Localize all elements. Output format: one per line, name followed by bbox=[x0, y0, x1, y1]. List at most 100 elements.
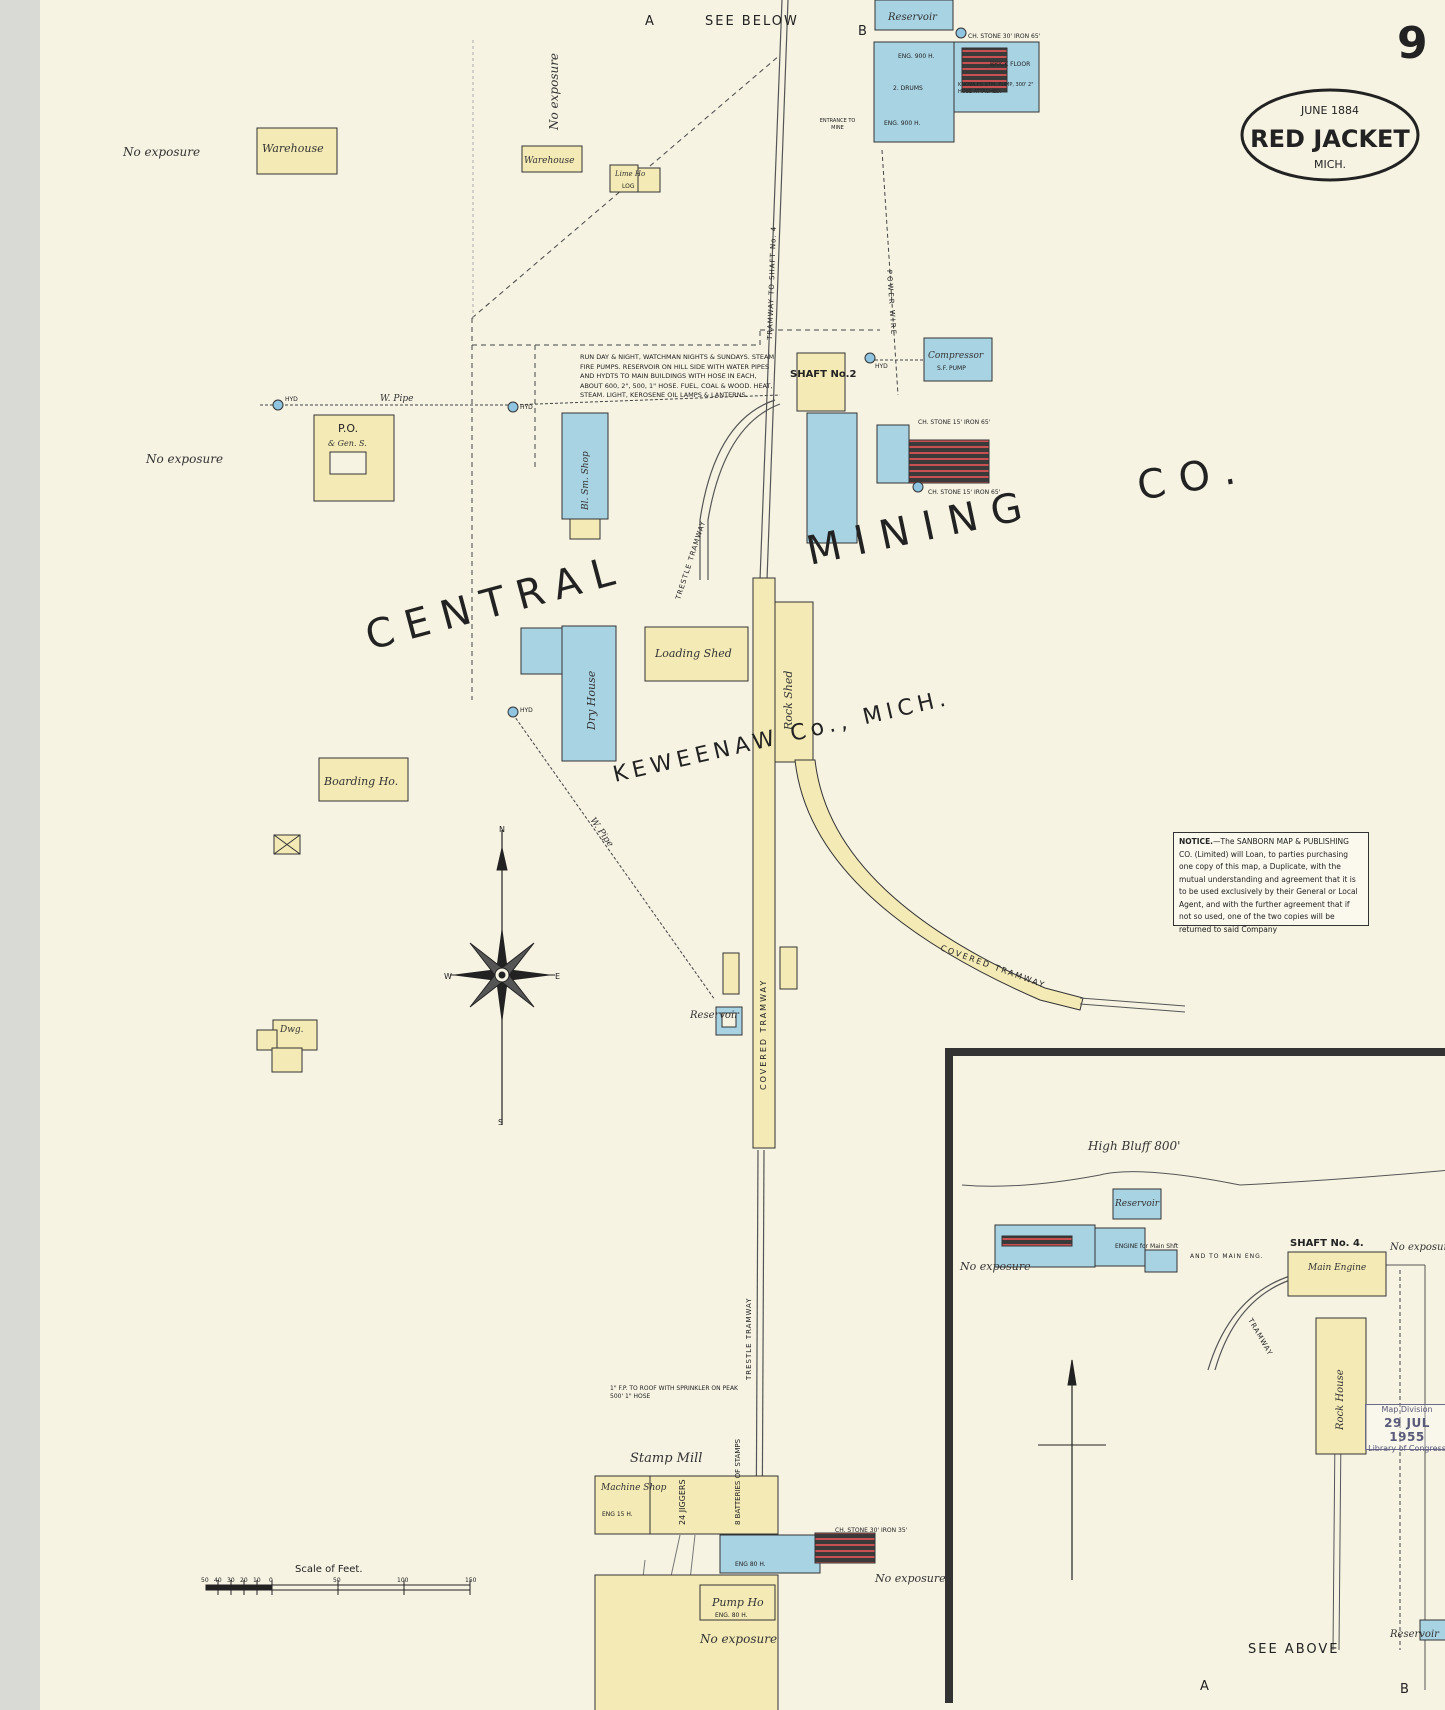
svg-text:E: E bbox=[555, 972, 560, 981]
warehouse-label: Warehouse bbox=[262, 142, 324, 155]
svg-text:COVERED TRAMWAY: COVERED TRAMWAY bbox=[759, 979, 768, 1090]
svg-text:AND TO MAIN ENG.: AND TO MAIN ENG. bbox=[1190, 1253, 1264, 1260]
tramway-shaft-label: TRAMWAY TO SHAFT No. 4 bbox=[766, 226, 778, 341]
inset-reservoir bbox=[1112, 1188, 1162, 1220]
pump-engine-building bbox=[806, 412, 858, 544]
no-exposure-label: No exposure bbox=[122, 145, 200, 159]
svg-text:S.F. PUMP: S.F. PUMP bbox=[937, 365, 966, 372]
main-engine-label: Main Engine bbox=[1307, 1263, 1366, 1273]
hydrant-marker bbox=[864, 352, 876, 364]
svg-text:W: W bbox=[444, 972, 452, 981]
hydrant-label: HYD bbox=[285, 396, 298, 403]
warehouse-mid-building bbox=[521, 145, 583, 173]
top-ref: A SEE BELOW B bbox=[645, 14, 867, 39]
w-pipe-label: W. Pipe bbox=[588, 816, 615, 849]
no-exposure-label: No exposure bbox=[145, 452, 223, 466]
compressor-label: Compressor bbox=[928, 351, 984, 361]
reservoir-label: Reservoir bbox=[1389, 1629, 1440, 1640]
main-engine-building bbox=[1287, 1251, 1387, 1297]
chimney-label: CH. STONE 30' IRON 35' bbox=[835, 1527, 908, 1534]
svg-text:10: 10 bbox=[253, 1577, 261, 1584]
boiler-house-hatched bbox=[908, 439, 990, 484]
engine-house-building bbox=[873, 41, 955, 143]
svg-text:50: 50 bbox=[333, 1577, 341, 1584]
trestle-curve bbox=[699, 399, 776, 580]
no-exposure-label: No exposure bbox=[1389, 1242, 1445, 1253]
chimney-label: CH. STONE 30' IRON 65' bbox=[968, 33, 1041, 40]
sanborn-notice: NOTICE.—The SANBORN MAP & PUBLISHING CO.… bbox=[1173, 832, 1369, 934]
hydrant-label: HYD bbox=[520, 707, 533, 714]
svg-text:TRESTLE TRAMWAY: TRESTLE TRAMWAY bbox=[745, 1297, 753, 1381]
brick-floor-label: BRICK FLOOR bbox=[990, 61, 1030, 68]
no-exposure-label: No exposure bbox=[547, 53, 561, 131]
svg-text:S: S bbox=[498, 1118, 503, 1127]
reservoir-label: Reservoir bbox=[887, 12, 938, 23]
stamp-state: MICH. bbox=[1314, 158, 1346, 171]
stamp-date: JUNE 1884 bbox=[1300, 104, 1359, 117]
svg-text:40: 40 bbox=[214, 1577, 222, 1584]
svg-text:N: N bbox=[499, 825, 505, 834]
label-layer: 9 JUNE 1884 RED JACKET MICH. CENTRAL MIN… bbox=[122, 12, 1445, 1697]
hydrant-label: HYD bbox=[875, 363, 888, 370]
water-pipe-diag bbox=[509, 709, 716, 1001]
loading-shed-building bbox=[644, 626, 749, 682]
reservoir-label: Reservoir bbox=[689, 1010, 740, 1021]
sanborn-map: N W E S bbox=[205, 0, 1445, 1710]
po-label: P.O. bbox=[338, 422, 358, 435]
blacksmith-shop-building bbox=[561, 412, 609, 520]
svg-text:ENG 80 H.: ENG 80 H. bbox=[735, 1561, 766, 1568]
svg-text:0: 0 bbox=[269, 1577, 273, 1584]
hydrant-marker bbox=[272, 399, 284, 411]
svg-text:B: B bbox=[1400, 1682, 1409, 1697]
svg-text:20: 20 bbox=[240, 1577, 248, 1584]
boiler-hatched bbox=[961, 47, 1008, 93]
svg-text:2. DRUMS: 2. DRUMS bbox=[893, 85, 923, 92]
stamp-city: RED JACKET bbox=[1250, 125, 1410, 153]
bluff-line bbox=[961, 1169, 1445, 1187]
svg-text:A: A bbox=[1200, 1679, 1209, 1694]
high-bluff-label: High Bluff 800' bbox=[1087, 1139, 1180, 1153]
power-wire-label: POWER WIRE bbox=[885, 270, 898, 337]
covered-tramway-building bbox=[752, 577, 776, 1149]
scale-title: Scale of Feet. bbox=[295, 1564, 363, 1575]
lime-house-label: Lime Ho bbox=[614, 170, 645, 178]
chimney-label: CH. STONE 15' IRON 65' bbox=[918, 419, 991, 426]
chimney-label: CH. STONE 15' IRON 65' bbox=[928, 489, 1001, 496]
svg-text:30: 30 bbox=[227, 1577, 235, 1584]
reservoir-label: Reservoir bbox=[1114, 1199, 1160, 1209]
company-line3: CO. bbox=[1134, 445, 1253, 510]
title-oval bbox=[1240, 88, 1420, 182]
inset-border bbox=[945, 1048, 1445, 1703]
boarding-house-building bbox=[318, 757, 409, 802]
warehouse-left-building bbox=[256, 127, 338, 175]
hydrant-marker bbox=[955, 27, 967, 39]
svg-text:100: 100 bbox=[397, 1577, 409, 1584]
svg-text:SEE ABOVE: SEE ABOVE bbox=[1248, 1642, 1340, 1657]
svg-text:ENG. 80 H.: ENG. 80 H. bbox=[715, 1612, 748, 1619]
hydrant-marker bbox=[507, 401, 519, 413]
dry-house-building bbox=[561, 625, 617, 762]
w-pipe-label: W. Pipe bbox=[380, 394, 413, 404]
rock-shed-label: Rock Shed bbox=[782, 671, 795, 731]
dwelling-label: Dwg. bbox=[279, 1025, 304, 1035]
pump-house-label: Pump Ho bbox=[711, 1596, 764, 1609]
inset-tramway-label: TRAMWAY bbox=[1246, 1316, 1274, 1357]
reservoir-top bbox=[874, 0, 954, 31]
no-exposure-label: No exposure bbox=[699, 1632, 777, 1646]
warehouse-label: Warehouse bbox=[524, 156, 574, 166]
pump-engine-mill bbox=[719, 1534, 821, 1574]
shaft-2-label: SHAFT No.2 bbox=[790, 369, 856, 380]
no-exposure-label: No exposure bbox=[959, 1260, 1031, 1273]
jiggers-label: 24 JIGGERS bbox=[678, 1479, 687, 1525]
covered-tramway-label: COVERED TRAMWAY bbox=[939, 943, 1047, 990]
scale-ticks: 50 40 30 20 10 0 50 100 150 bbox=[201, 1577, 477, 1584]
machine-shop-label: Machine Shop bbox=[600, 1483, 667, 1493]
hydrant-marker bbox=[507, 706, 519, 718]
svg-text:ENGINE for Main Shft: ENGINE for Main Shft bbox=[1115, 1243, 1179, 1250]
inset-north-arrow-icon bbox=[1038, 1359, 1106, 1580]
hydrant-label: HYD bbox=[520, 404, 533, 411]
inset-engine-house bbox=[1094, 1227, 1146, 1267]
rock-shed-building bbox=[774, 601, 814, 763]
boarding-label: Boarding Ho. bbox=[323, 775, 398, 788]
svg-text:ENG 15 H.: ENG 15 H. bbox=[602, 1511, 633, 1518]
